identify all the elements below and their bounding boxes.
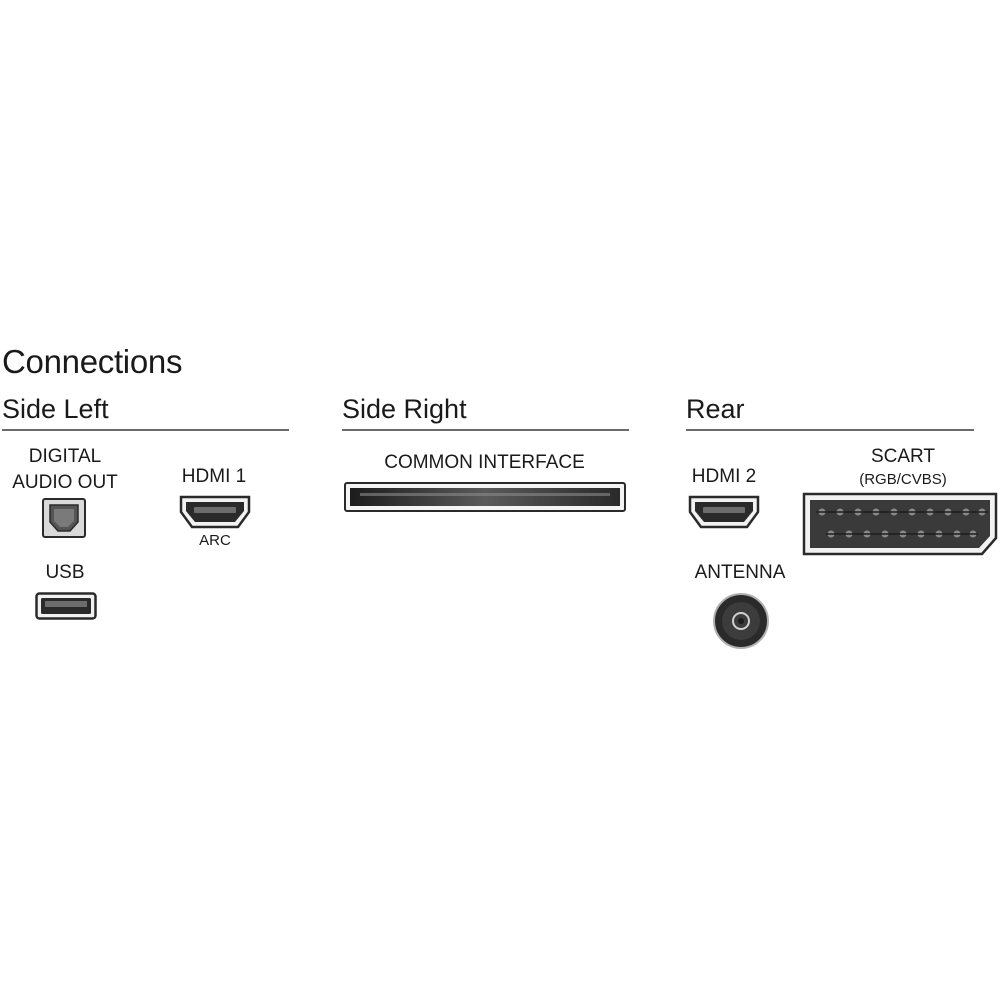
- port-sublabel-rgb-cvbs: (RGB/CVBS): [859, 471, 947, 488]
- hdmi-port-icon: [687, 494, 761, 530]
- antenna-port-icon: [712, 592, 770, 650]
- hdmi-port-icon: [178, 494, 252, 530]
- port-digital-audio-out: DIGITAL AUDIO OUT: [2, 444, 128, 496]
- section-heading-side-right: Side Right: [342, 394, 467, 424]
- port-label-digital: DIGITAL: [28, 446, 102, 467]
- scart-port-icon: [802, 492, 998, 556]
- port-sublabel-arc: ARC: [199, 532, 231, 549]
- section-rule-rear: [686, 429, 974, 431]
- section-heading-side-left: Side Left: [2, 394, 109, 424]
- usb-port-icon: [35, 592, 97, 620]
- port-label-hdmi2: HDMI 2: [691, 466, 757, 487]
- section-heading-rear: Rear: [686, 394, 745, 424]
- port-label-antenna: ANTENNA: [694, 562, 786, 583]
- port-label-common-interface: COMMON INTERFACE: [384, 452, 585, 473]
- section-rule-side-left: [2, 429, 289, 431]
- page-title: Connections: [2, 343, 183, 380]
- port-label-usb: USB: [45, 562, 85, 583]
- port-label-hdmi1: HDMI 1: [181, 466, 247, 487]
- optical-port-icon: [42, 498, 86, 538]
- port-label-scart: SCART: [870, 446, 936, 467]
- section-rule-side-right: [342, 429, 629, 431]
- port-label-audio-out: AUDIO OUT: [12, 472, 118, 493]
- ci-slot-icon: [344, 482, 626, 512]
